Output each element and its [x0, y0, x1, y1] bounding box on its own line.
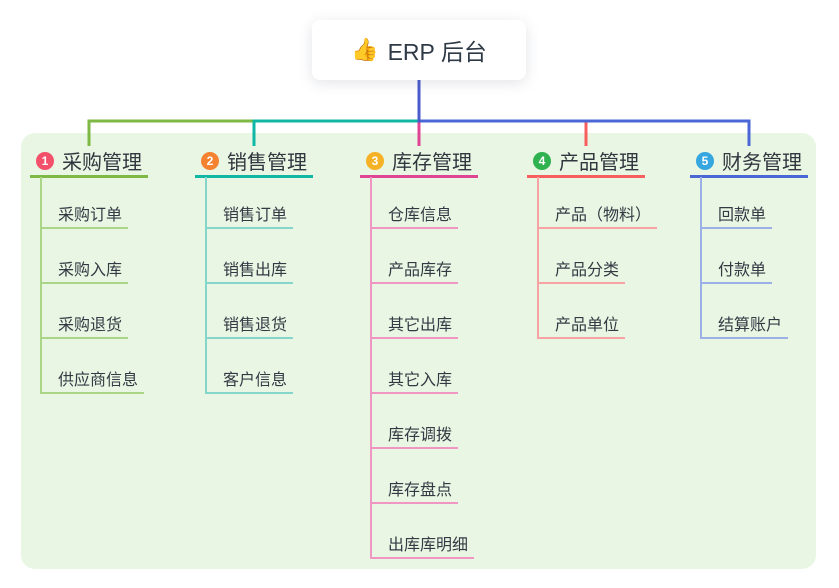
branch-1-child-3-label: 采购退货: [58, 317, 123, 334]
branch-1-child-1[interactable]: 采购订单: [40, 202, 129, 229]
branch-3-child-3-label: 其它出库: [388, 317, 453, 334]
branch-1-number-badge: 1: [36, 151, 54, 170]
branch-2-child-2[interactable]: 销售出库: [205, 257, 294, 284]
branch-1-title-label: 采购管理: [62, 152, 142, 174]
mindmap-panel: [21, 133, 816, 569]
root-node[interactable]: 👍 ERP 后台: [312, 20, 526, 80]
branch-3-child-2[interactable]: 产品库存: [370, 257, 459, 284]
branch-1-child-3[interactable]: 采购退货: [40, 312, 129, 339]
branch-5-number-badge: 5: [696, 151, 714, 170]
branch-3-number-badge: 3: [366, 151, 384, 170]
branch-4-number-badge: 4: [533, 151, 551, 170]
branch-3-child-6-label: 库存盘点: [388, 482, 453, 499]
branch-3-child-6[interactable]: 库存盘点: [370, 477, 459, 504]
branch-4-child-1-label: 产品（物料）: [555, 207, 652, 224]
branch-5-child-connector: [700, 177, 702, 339]
branch-1-child-4-label: 供应商信息: [58, 372, 139, 389]
branch-2-child-1[interactable]: 销售订单: [205, 202, 294, 229]
branch-5-child-3[interactable]: 结算账户: [700, 312, 789, 339]
branch-1-title[interactable]: 1 采购管理: [30, 146, 148, 178]
branch-5-child-2[interactable]: 付款单: [700, 257, 773, 284]
branch-1-child-4[interactable]: 供应商信息: [40, 367, 145, 394]
branch-5-child-3-label: 结算账户: [718, 317, 783, 334]
branch-3-child-1-label: 仓库信息: [388, 207, 453, 224]
branch-3-child-5[interactable]: 库存调拨: [370, 422, 459, 449]
branch-5-child-1[interactable]: 回款单: [700, 202, 773, 229]
branch-1-child-2[interactable]: 采购入库: [40, 257, 129, 284]
branch-5-child-2-label: 付款单: [718, 262, 767, 279]
branch-2-child-2-label: 销售出库: [223, 262, 288, 279]
branch-2-number-badge: 2: [201, 151, 219, 170]
branch-3-child-1[interactable]: 仓库信息: [370, 202, 459, 229]
branch-2-title[interactable]: 2 销售管理: [195, 146, 313, 178]
branch-3-title-label: 库存管理: [392, 152, 472, 174]
branch-4-child-connector: [537, 177, 539, 339]
branch-3-child-7[interactable]: 出库库明细: [370, 532, 475, 559]
branch-2-child-4[interactable]: 客户信息: [205, 367, 294, 394]
branch-1-child-1-label: 采购订单: [58, 207, 123, 224]
branch-3-child-4-label: 其它入库: [388, 372, 453, 389]
branch-3-child-5-label: 库存调拨: [388, 427, 453, 444]
branch-4-child-1[interactable]: 产品（物料）: [537, 202, 658, 229]
branch-2-child-3-label: 销售退货: [223, 317, 288, 334]
branch-5-title-label: 财务管理: [722, 152, 802, 174]
branch-3-child-connector: [370, 177, 372, 559]
branch-4-title-label: 产品管理: [559, 152, 639, 174]
branch-4-title[interactable]: 4 产品管理: [527, 146, 645, 178]
branch-4-child-3[interactable]: 产品单位: [537, 312, 626, 339]
branch-5-title[interactable]: 5 财务管理: [690, 146, 808, 178]
branch-2-child-4-label: 客户信息: [223, 372, 288, 389]
branch-3-child-2-label: 产品库存: [388, 262, 453, 279]
branch-5-child-1-label: 回款单: [718, 207, 767, 224]
branch-3-child-7-label: 出库库明细: [388, 537, 469, 554]
branch-4-child-3-label: 产品单位: [555, 317, 620, 334]
branch-4-child-2-label: 产品分类: [555, 262, 620, 279]
branch-3-child-4[interactable]: 其它入库: [370, 367, 459, 394]
branch-2-child-1-label: 销售订单: [223, 207, 288, 224]
branch-1-child-connector: [40, 177, 42, 394]
branch-2-child-3[interactable]: 销售退货: [205, 312, 294, 339]
thumbs-up-icon: 👍: [351, 37, 379, 62]
branch-4-child-2[interactable]: 产品分类: [537, 257, 626, 284]
branch-3-child-3[interactable]: 其它出库: [370, 312, 459, 339]
branch-1-child-2-label: 采购入库: [58, 262, 123, 279]
branch-2-child-connector: [205, 177, 207, 394]
branch-3-title[interactable]: 3 库存管理: [360, 146, 478, 178]
root-title: ERP 后台: [387, 39, 487, 65]
branch-2-title-label: 销售管理: [227, 152, 307, 174]
